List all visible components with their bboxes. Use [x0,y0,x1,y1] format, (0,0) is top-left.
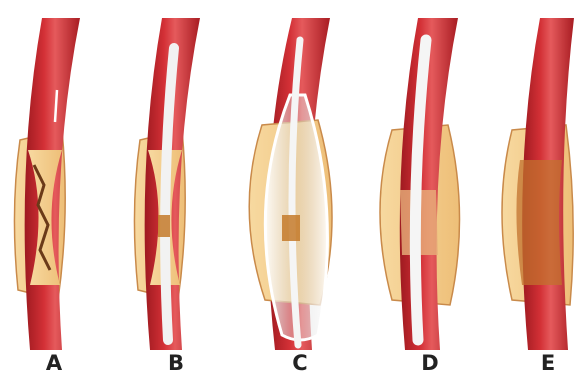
panel-b-crimped-stent [158,215,170,237]
panel-d-stent-expanded [380,18,460,350]
panel-e-stent-in-place [502,18,574,350]
panel-a-narrowed-artery [14,18,80,350]
panel-label-e: E [528,352,568,374]
panel-c-stent [282,215,300,241]
panel-label-a: A [34,352,74,374]
panel-label-d: D [410,352,450,374]
panel-b-catheter-inserted [134,18,200,350]
panel-e-stent [516,160,562,285]
panel-c-balloon-inflated [249,18,332,350]
panel-label-c: C [280,352,320,374]
panel-label-b: B [156,352,196,374]
